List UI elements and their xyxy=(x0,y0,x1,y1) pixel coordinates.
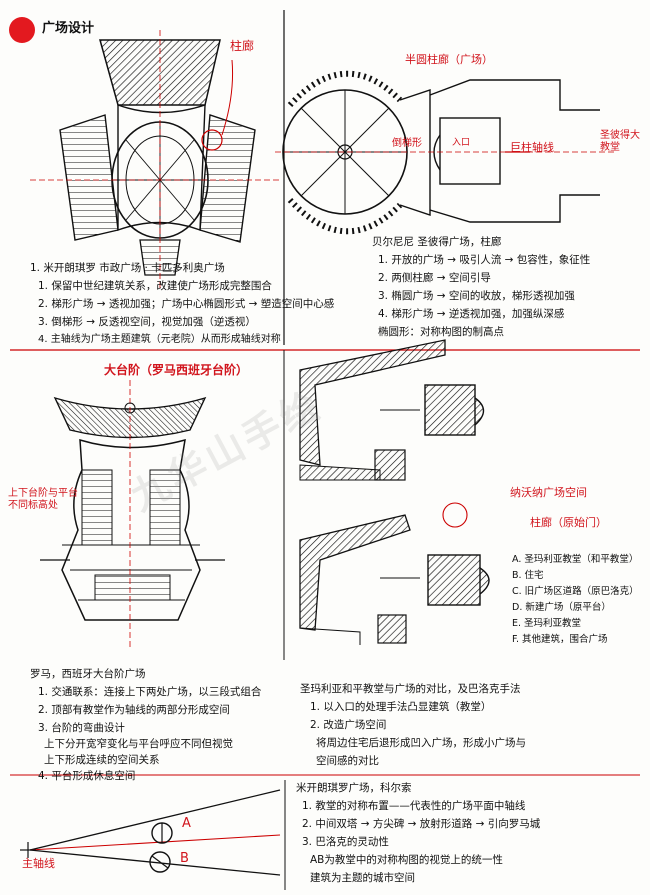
spanish-steps-plan xyxy=(40,380,225,650)
s5-note-3: 3. 巴洛克的灵动性 xyxy=(302,836,389,848)
s3-note-1: 1. 交通联系：连接上下两处广场，以三段式组合 xyxy=(38,686,262,698)
legend-e: E. 圣玛利亚教堂 xyxy=(512,618,582,629)
s4-note-0: 圣玛利亚和平教堂与广场的对比，及巴洛克手法 xyxy=(300,683,521,695)
s5-note-2: 2. 中间双塔 → 方尖碑 → 放射形道路 → 引向罗马城 xyxy=(302,818,541,830)
legend-a: A. 圣玛利亚教堂（和平教堂） xyxy=(512,554,639,565)
s3-note-6: 4. 平台形成休息空间 xyxy=(38,770,136,782)
s4-note-4: 空间感的对比 xyxy=(316,755,379,767)
red-dot-icon xyxy=(9,17,35,43)
s5-note-0: 米开朗琪罗广场，科尔索 xyxy=(296,782,412,794)
s4-note-1: 1. 以入口的处理手法凸显建筑（教堂） xyxy=(310,701,492,713)
s3-note-0: 罗马，西班牙大台阶广场 xyxy=(30,668,146,680)
label-basilica: 圣彼得大教堂 xyxy=(600,130,640,153)
s5-note-4: AB为教堂中的对称构图的视觉上的统一性 xyxy=(310,854,503,866)
s2-note-3: 3. 椭圆广场 → 空间的收放，梯形透视加强 xyxy=(378,290,575,302)
santa-maria-pace-plan xyxy=(299,339,490,645)
s3-title: 大台阶（罗马西班牙台阶） xyxy=(104,363,249,377)
legend-c: C. 旧广场区道路（原巴洛克） xyxy=(512,586,639,597)
s2-note-0: 贝尔尼尼 圣彼得广场，柱廊 xyxy=(372,236,502,248)
label-b: B xyxy=(180,851,189,866)
label-inverted-trapezoid: 倒梯形 xyxy=(392,138,422,149)
s3-note-4: 上下分开宽窄变化与平台呼应不同但视觉 xyxy=(44,738,233,750)
s2-note-5: 椭圆形：对称构图的制高点 xyxy=(378,326,504,338)
label-main-axis: 主轴线 xyxy=(22,857,55,870)
legend-b: B. 住宅 xyxy=(512,570,544,581)
label-piazza: 纳沃纳广场空间 xyxy=(510,486,587,499)
s3-note-2: 2. 顶部有教堂作为轴线的两部分形成空间 xyxy=(38,704,230,716)
s2-note-1: 1. 开放的广场 → 吸引人流 → 包容性，象征性 xyxy=(378,254,591,266)
s1-note-2: 2. 梯形广场 → 透视加强；广场中心椭圆形式 → 塑造空间中心感 xyxy=(38,298,335,310)
piazza-del-popolo-diagram xyxy=(20,789,281,876)
s5-note-1: 1. 教堂的对称布置——代表性的广场平面中轴线 xyxy=(302,800,526,812)
s3-note-3: 3. 台阶的弯曲设计 xyxy=(38,722,125,734)
s1-note-1: 1. 保留中世纪建筑关系，改建使广场形成完整围合 xyxy=(38,280,272,292)
s1-note-0: 1. 米开朗琪罗 市政广场 · 卡匹多利奥广场 xyxy=(30,262,225,274)
legend-d: D. 新建广场（原平台） xyxy=(512,602,611,613)
s1-note-4: 4. 主轴线为广场主题建筑（元老院）从而形成轴线对称 xyxy=(38,334,281,345)
legend-f: F. 其他建筑，围合广场 xyxy=(512,634,608,645)
st-peters-plan xyxy=(275,70,615,235)
label-steps-left: 上下台阶与平台不同标高处 xyxy=(8,488,78,511)
s1-note-3: 3. 倒梯形 → 反透视空间，视觉加强（逆透视） xyxy=(38,316,256,328)
label-colonnade-2: 柱廊（原始门） xyxy=(530,516,607,529)
label-colonnade-1: 柱廊 xyxy=(230,39,255,53)
s3-note-5: 上下形成连续的空间关系 xyxy=(44,754,160,766)
label-a: A xyxy=(182,816,191,831)
s5-note-5: 建筑为主题的城市空间 xyxy=(310,872,415,884)
page-title: 广场设计 xyxy=(42,21,95,36)
s2-note-2: 2. 两侧柱廊 → 空间引导 xyxy=(378,272,491,284)
label-semicircle-colonnade: 半圆柱廊（广场） xyxy=(405,53,493,66)
label-entrance: 入口 xyxy=(452,138,471,148)
label-axis: 巨柱轴线 xyxy=(510,141,554,154)
s2-note-4: 4. 梯形广场 → 逆透视加强，加强纵深感 xyxy=(378,308,565,320)
s4-note-3: 将周边住宅后退形成凹入广场，形成小广场与 xyxy=(316,737,526,749)
s4-note-2: 2. 改造广场空间 xyxy=(310,719,387,731)
campidoglio-plan xyxy=(30,30,280,290)
